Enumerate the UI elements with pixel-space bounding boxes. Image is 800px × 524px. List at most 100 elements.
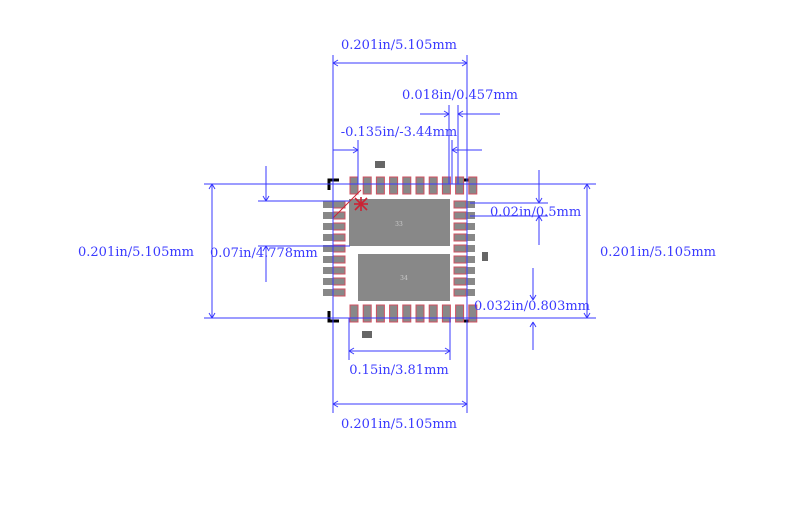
corner-mark <box>327 178 339 190</box>
bottom-pin-pad <box>428 304 438 323</box>
right-pin-pad <box>453 277 467 286</box>
bottom-pin-pad <box>441 304 451 323</box>
right-pin-pad-outer <box>466 256 475 263</box>
pin1-marker <box>354 197 368 211</box>
arrow <box>332 400 339 408</box>
bottom-pin-pad <box>389 304 399 323</box>
arrow <box>461 400 468 408</box>
dim-pitch: 0.02in/0.5mm <box>490 205 581 220</box>
left-pin-pad-outer <box>323 267 333 274</box>
dim-left-height: 0.201in/5.105mm <box>78 245 194 260</box>
marker-pad-right <box>482 252 488 261</box>
dim-right-height: 0.201in/5.105mm <box>600 245 716 260</box>
thermal-pad-2-label: 34 <box>400 275 408 282</box>
marker-pad-top <box>375 161 385 168</box>
top-pin-pad <box>428 176 438 195</box>
arrow <box>262 195 270 202</box>
left-pin-pad-outer <box>323 223 333 230</box>
right-pin-pad <box>453 222 467 231</box>
left-pin-pad-outer <box>323 234 333 241</box>
arrow <box>208 183 216 190</box>
bottom-pin-pad <box>455 304 465 323</box>
left-pin-pad-outer <box>323 278 333 285</box>
right-pin-pad <box>453 211 467 220</box>
marker-pad-bottom <box>362 331 372 338</box>
left-pin-pad <box>332 233 346 242</box>
dim-bottom-width: 0.201in/5.105mm <box>341 417 457 432</box>
arrow <box>451 146 458 154</box>
corner-mark <box>327 311 339 323</box>
arrow <box>352 146 359 154</box>
left-pin-pad <box>332 277 346 286</box>
right-pin-pad <box>453 288 467 297</box>
left-pin-pad <box>332 222 346 231</box>
left-pin-pad-outer <box>323 201 333 208</box>
right-pin-pad <box>453 200 467 209</box>
thermal-pad-1-label: 33 <box>395 221 403 228</box>
right-pin-pad <box>453 244 467 253</box>
left-pin-pad <box>332 288 346 297</box>
dim-pad-offset: -0.135in/-3.44mm <box>341 125 458 140</box>
top-pin-pad <box>441 176 451 195</box>
right-pin-pad-outer <box>466 278 475 285</box>
dimension-labels: 0.201in/5.105mm 0.018in/0.457mm -0.135in… <box>78 38 716 432</box>
right-pin-pad <box>453 233 467 242</box>
arrow <box>535 197 543 204</box>
arrow <box>461 59 468 67</box>
top-pin-pad <box>415 176 425 195</box>
left-pin-pad-outer <box>323 212 333 219</box>
arrow <box>535 215 543 222</box>
top-pin-pad <box>362 176 372 195</box>
top-pin-pad <box>455 176 465 195</box>
top-pin-pad <box>389 176 399 195</box>
arrow <box>583 312 591 319</box>
top-pin-pad <box>349 176 359 195</box>
arrow <box>348 347 355 355</box>
arrow <box>332 59 339 67</box>
right-pin-pad-outer <box>466 223 475 230</box>
right-pin-pad <box>453 255 467 264</box>
arrow <box>583 183 591 190</box>
left-pin-pad-outer <box>323 245 333 252</box>
top-pin-pad <box>375 176 385 195</box>
arrow <box>444 347 451 355</box>
thermal-pad-1 <box>349 199 450 246</box>
dim-pad-length: 0.07in/4.778mm <box>210 246 318 261</box>
dim-center-span: 0.15in/3.81mm <box>349 363 448 378</box>
left-pin-pad-outer <box>323 256 333 263</box>
left-pin-pad <box>332 200 346 209</box>
right-pin-pad-outer <box>466 234 475 241</box>
arrow <box>529 294 537 301</box>
bottom-pin-pad <box>415 304 425 323</box>
body-outline <box>332 183 468 319</box>
dim-pad-extension: 0.032in/0.803mm <box>474 299 590 314</box>
dim-top-width: 0.201in/5.105mm <box>341 38 457 53</box>
arrow <box>457 110 464 118</box>
right-pin-pad-outer <box>466 201 475 208</box>
dim-pad-width: 0.018in/0.457mm <box>402 88 518 103</box>
bottom-pin-pad <box>349 304 359 323</box>
top-pin-pad <box>402 176 412 195</box>
left-pin-pad <box>332 266 346 275</box>
right-pin-pad-outer <box>466 289 475 296</box>
thermal-pad-2 <box>358 254 450 301</box>
arrow <box>443 110 450 118</box>
left-pin-pad <box>332 255 346 264</box>
bottom-pin-pad <box>402 304 412 323</box>
bottom-pin-pad <box>468 304 478 323</box>
arrow <box>262 245 270 252</box>
arrow <box>529 321 537 328</box>
bottom-pin-pad <box>362 304 372 323</box>
thermal-pads: 33 34 <box>349 199 450 301</box>
right-pin-pad-outer <box>466 267 475 274</box>
right-pin-pad-outer <box>466 245 475 252</box>
bottom-pin-pad <box>375 304 385 323</box>
left-pin-pad-outer <box>323 289 333 296</box>
dimension-lines <box>204 55 596 413</box>
right-pin-pad <box>453 266 467 275</box>
pin1-leader <box>332 189 362 219</box>
arrow <box>208 312 216 319</box>
top-pin-pad <box>468 176 478 195</box>
